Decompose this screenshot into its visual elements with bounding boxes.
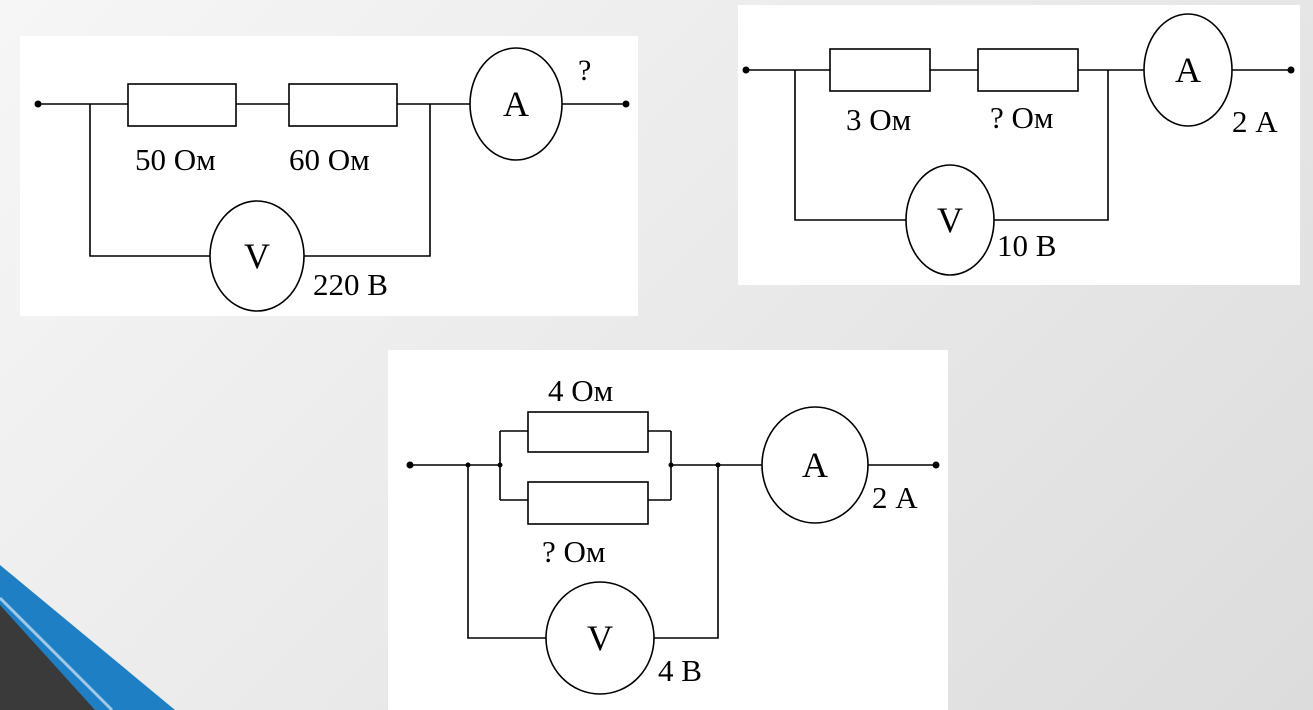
resistor-1: [527, 411, 649, 453]
resistor-2-label: ? Ом: [542, 534, 606, 569]
voltmeter-symbol: V: [937, 200, 963, 240]
resistor-1: [127, 83, 237, 127]
corner-highlight-line: [0, 596, 114, 710]
terminal-left: [742, 66, 750, 74]
circuit-diagram-3: 4 Ом ? Ом A 2 А V 4 В: [388, 350, 948, 710]
voltmeter-circle: [545, 581, 655, 695]
circuit-1-wiring: [34, 47, 630, 312]
resistor-2: [977, 48, 1079, 92]
voltmeter-circle: [905, 164, 995, 276]
voltmeter-circle: [209, 200, 305, 312]
voltmeter-symbol: V: [587, 618, 613, 658]
ammeter-symbol: A: [802, 445, 828, 485]
resistor-1-label: 3 Ом: [846, 102, 912, 137]
circuit-2-wiring: [742, 13, 1295, 276]
ammeter-symbol: A: [1175, 50, 1201, 90]
resistor-1: [829, 48, 931, 92]
voltage-value-label: 220 В: [313, 267, 388, 302]
voltage-value-label: 4 В: [658, 653, 702, 688]
circuit-diagram-2: 3 Ом ? Ом A 2 А V 10 В: [738, 5, 1300, 285]
terminal-left: [406, 461, 414, 469]
junction-dot: [715, 462, 721, 468]
current-value-label: 2 А: [872, 480, 918, 515]
resistor-2-label: 60 Ом: [289, 142, 370, 177]
resistor-2-label: ? Ом: [990, 100, 1054, 135]
terminal-left: [34, 100, 42, 108]
voltmeter-symbol: V: [244, 236, 270, 276]
resistor-2: [288, 83, 398, 127]
terminal-right: [1287, 66, 1295, 74]
current-value-label: ?: [578, 54, 592, 87]
junction-dot: [465, 462, 471, 468]
ammeter-symbol: A: [503, 84, 529, 124]
junction-dot: [668, 462, 674, 468]
terminal-right: [622, 100, 630, 108]
corner-dark-triangle: [0, 605, 95, 710]
terminal-right: [932, 461, 940, 469]
resistor-2: [527, 481, 649, 525]
resistor-1-label: 50 Ом: [135, 142, 216, 177]
current-value-label: 2 А: [1232, 104, 1278, 139]
resistor-1-label: 4 Ом: [548, 373, 614, 408]
circuit-3-wiring: [406, 406, 940, 695]
junction-dot: [497, 462, 503, 468]
circuit-diagram-1: 50 Ом 60 Ом A ? V 220 В: [20, 36, 638, 316]
voltage-value-label: 10 В: [997, 228, 1057, 263]
